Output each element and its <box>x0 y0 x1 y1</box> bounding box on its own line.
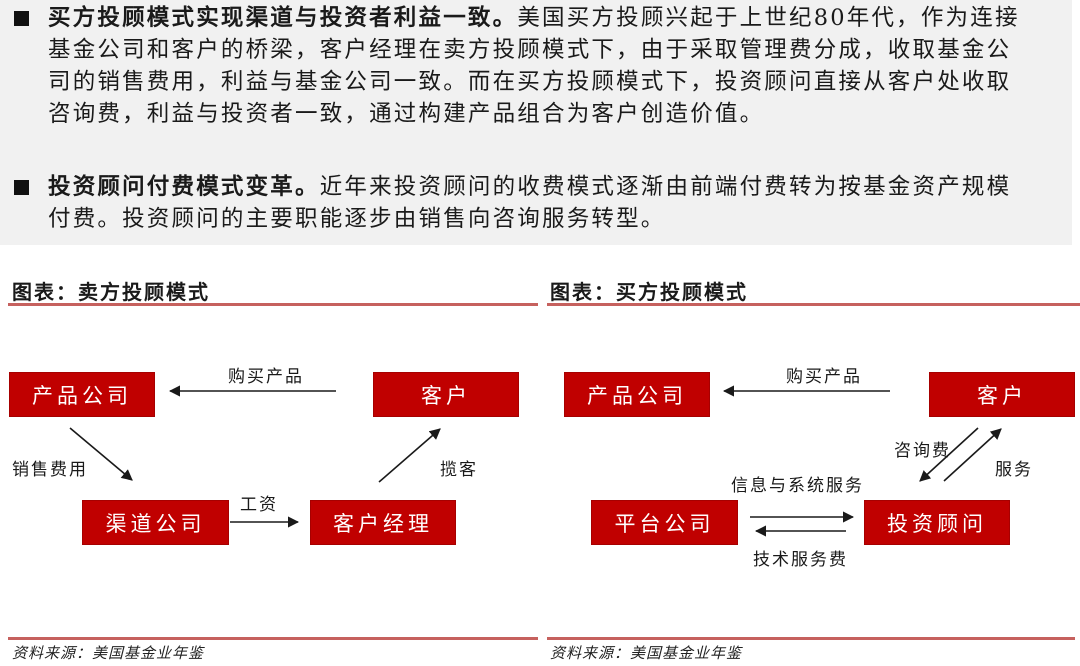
source-note: 资料来源：美国基金业年鉴 <box>12 644 205 662</box>
paragraph-line: 付费。投资顾问的主要职能逐步由销售向咨询服务转型。 <box>48 206 666 232</box>
node-account-manager: 客户经理 <box>310 500 456 545</box>
node-investment-advisor: 投资顾问 <box>864 500 1010 545</box>
node-client: 客户 <box>373 372 519 417</box>
edge-label-service: 服务 <box>995 460 1033 480</box>
edge-label-salary: 工资 <box>240 495 278 515</box>
bullet-square-icon <box>14 180 29 195</box>
node-product-company: 产品公司 <box>9 372 155 417</box>
node-platform-company: 平台公司 <box>591 500 738 545</box>
edge-label-buy-product: 购买产品 <box>228 367 304 387</box>
edge-label-tech-service-fee: 技术服务费 <box>753 550 848 570</box>
figure-bottom-rule <box>547 637 1075 640</box>
edge-label-buy-product: 购买产品 <box>786 367 862 387</box>
figure-title-sell-side: 图表：卖方投顾模式 <box>12 280 210 304</box>
paragraph-line: 司的销售费用，利益与基金公司一致。而在买方投顾模式下，投资顾问直接从客户处收取 <box>48 69 1012 95</box>
paragraph-line: 美国买方投顾兴起于上世纪80年代，作为连接 <box>517 5 1020 31</box>
bullet-square-icon <box>14 11 29 26</box>
node-channel-company: 渠道公司 <box>82 500 229 545</box>
edge-label-consulting-fee: 咨询费 <box>894 441 951 461</box>
paragraph-buy-side: 买方投顾模式实现渠道与投资者利益一致。美国买方投顾兴起于上世纪80年代，作为连接… <box>48 2 1058 130</box>
paragraph-line: 基金公司和客户的桥梁，客户经理在卖方投顾模式下，由于采取管理费分成，收取基金公 <box>48 37 1012 63</box>
figure-bottom-rule <box>8 637 538 640</box>
arrow-solicit <box>378 428 441 483</box>
node-client: 客户 <box>929 372 1075 417</box>
figure-title-buy-side: 图表：买方投顾模式 <box>550 280 748 304</box>
text-panel: 买方投顾模式实现渠道与投资者利益一致。美国买方投顾兴起于上世纪80年代，作为连接… <box>0 0 1072 245</box>
paragraph-line: 咨询费，利益与投资者一致，通过构建产品组合为客户创造价值。 <box>48 101 765 127</box>
arrow-service <box>943 428 1002 482</box>
edge-label-sales-fee: 销售费用 <box>12 460 88 480</box>
paragraph-line: 近年来投资顾问的收费模式逐渐由前端付费转为按基金资产规模 <box>319 174 1012 200</box>
source-note: 资料来源：美国基金业年鉴 <box>550 644 743 662</box>
paragraph-fee-reform: 投资顾问付费模式变革。近年来投资顾问的收费模式逐渐由前端付费转为按基金资产规模 … <box>48 171 1058 235</box>
figure-top-rule <box>547 303 1080 306</box>
figure-top-rule <box>8 303 538 306</box>
paragraph-lead: 买方投顾模式实现渠道与投资者利益一致。 <box>48 5 518 31</box>
paragraph-lead: 投资顾问付费模式变革。 <box>48 174 320 200</box>
node-product-company: 产品公司 <box>564 372 710 417</box>
edge-label-info-system-service: 信息与系统服务 <box>731 476 864 496</box>
edge-label-solicit: 揽客 <box>440 460 478 480</box>
